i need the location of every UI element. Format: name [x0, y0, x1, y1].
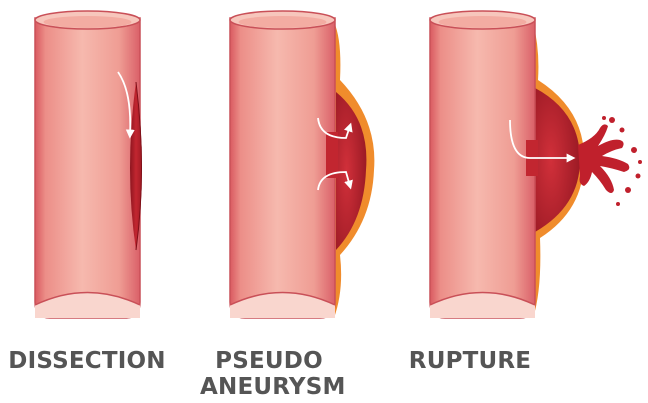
caption-rupture: RUPTURE	[400, 348, 540, 374]
dissection-vessel	[35, 11, 142, 318]
rupture-vessel	[430, 11, 642, 318]
vessel-body	[35, 18, 140, 318]
pseudo-aneurysm-vessel	[230, 11, 374, 318]
caption-pseudo-line2: ANEURYSM	[200, 374, 338, 400]
caption-dissection-text: DISSECTION	[0, 348, 174, 374]
blood-splatter	[578, 116, 642, 206]
vessel-body	[230, 18, 335, 318]
caption-dissection: DISSECTION	[0, 348, 174, 374]
vessel-body	[430, 18, 535, 318]
caption-pseudo-aneurysm: PSEUDO ANEURYSM	[200, 348, 338, 400]
hematoma-sac	[535, 88, 580, 232]
caption-pseudo-line1: PSEUDO	[200, 348, 338, 374]
caption-rupture-text: RUPTURE	[400, 348, 540, 374]
wall-defect	[326, 132, 338, 178]
